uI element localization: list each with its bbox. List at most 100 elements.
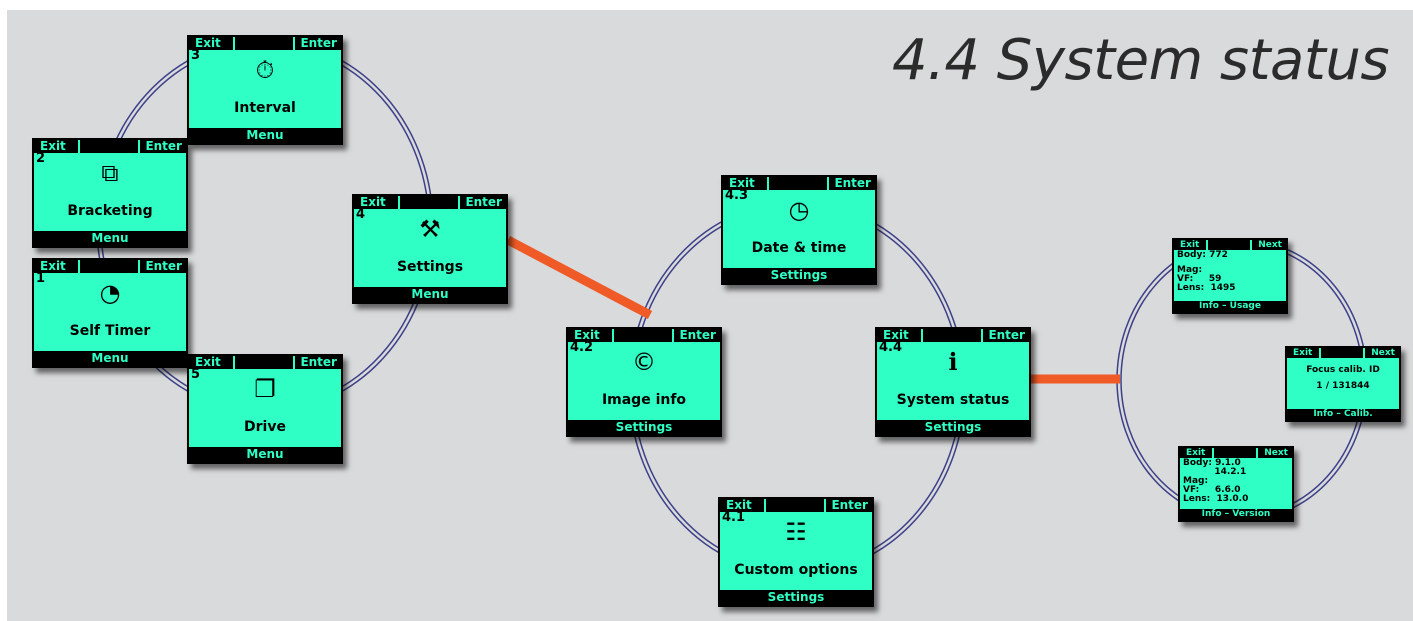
screen-number: 5 — [191, 367, 201, 382]
enter-softkey[interactable]: Enter — [140, 260, 186, 273]
screen-number: 4.1 — [722, 510, 746, 525]
enter-softkey[interactable]: Enter — [829, 177, 875, 190]
settings-icon: ⚒ — [419, 215, 441, 243]
screen-number: 2 — [36, 151, 46, 166]
middle-softkey — [922, 329, 984, 342]
screen-footer: Menu — [189, 128, 341, 143]
screen-label: Drive — [244, 419, 286, 435]
enter-softkey[interactable]: Enter — [295, 37, 341, 50]
screen-footer: Settings — [720, 590, 872, 605]
screen-footer: Menu — [34, 231, 186, 246]
screen-label: Interval — [234, 100, 296, 116]
exit-softkey[interactable]: Exit — [1174, 240, 1208, 250]
next-softkey[interactable]: Next — [1252, 240, 1286, 250]
enter-softkey[interactable]: Enter — [826, 499, 872, 512]
exit-softkey[interactable]: Exit — [568, 329, 614, 342]
middle-softkey — [79, 260, 141, 273]
screen-number: 4.4 — [879, 340, 903, 355]
screen-date-time[interactable]: Exit Enter 4.3 ◷ Date & time Settings — [721, 175, 877, 285]
screen-footer: Settings — [723, 268, 875, 283]
date-time-icon: ◷ — [788, 196, 810, 224]
next-softkey[interactable]: Next — [1365, 348, 1399, 358]
enter-softkey[interactable]: Enter — [295, 356, 341, 369]
screen-label: Settings — [396, 259, 464, 275]
interval-icon: ⏱ — [255, 56, 275, 84]
version-line-body-2: 14.2.1 — [1183, 467, 1247, 477]
screen-footer: Settings — [877, 420, 1029, 435]
usage-line-mag: Mag: — [1177, 265, 1203, 275]
middle-softkey — [768, 177, 830, 190]
enter-softkey[interactable]: Enter — [460, 196, 506, 209]
screen-label: Date & time — [751, 240, 847, 256]
screen-label: Image info — [601, 392, 687, 408]
exit-softkey[interactable]: Exit — [877, 329, 923, 342]
screen-footer: Settings — [568, 420, 720, 435]
screen-label: System status — [896, 392, 1010, 408]
exit-softkey[interactable]: Exit — [34, 260, 80, 273]
version-line-mag: Mag: — [1183, 476, 1209, 486]
screen-info-calib[interactable]: Exit Next Focus calib. ID 1 / 131844 Info… — [1285, 346, 1401, 422]
exit-softkey[interactable]: Exit — [189, 37, 235, 50]
middle-softkey — [234, 356, 296, 369]
version-line-body: Body: 9.1.0 — [1183, 458, 1241, 468]
middle-softkey — [1207, 240, 1253, 250]
screen-footer: Info – Usage — [1174, 301, 1286, 312]
middle-softkey — [79, 140, 141, 153]
screen-footer: Info – Version — [1180, 509, 1292, 520]
bracketing-icon: ⧉ — [101, 159, 119, 187]
exit-softkey[interactable]: Exit — [189, 356, 235, 369]
next-softkey[interactable]: Next — [1258, 448, 1292, 458]
exit-softkey[interactable]: Exit — [354, 196, 400, 209]
screen-footer: Menu — [354, 287, 506, 302]
screen-self-timer[interactable]: Exit Enter 1 ◔ Self Timer Menu — [32, 258, 188, 368]
usage-line-body: Body: 772 — [1177, 250, 1228, 260]
calib-id-value: 1 / 131844 — [1316, 381, 1370, 391]
screen-number: 1 — [36, 271, 46, 286]
screen-number: 3 — [191, 48, 201, 63]
screen-interval[interactable]: Exit Enter 3 ⏱ Interval Menu — [187, 35, 343, 145]
enter-softkey[interactable]: Enter — [983, 329, 1029, 342]
screen-number: 4.3 — [725, 188, 749, 203]
screen-number: 4 — [356, 207, 366, 222]
middle-softkey — [1213, 448, 1259, 458]
screen-footer: Menu — [34, 351, 186, 366]
self-timer-icon: ◔ — [99, 279, 121, 307]
enter-softkey[interactable]: Enter — [140, 140, 186, 153]
screen-image-info[interactable]: Exit Enter 4.2 © Image info Settings — [566, 327, 722, 437]
exit-softkey[interactable]: Exit — [34, 140, 80, 153]
page-title: 4.4 System status — [891, 28, 1390, 93]
exit-softkey[interactable]: Exit — [720, 499, 766, 512]
version-line-vf: VF: 6.6.0 — [1183, 485, 1241, 495]
screen-label: Custom options — [734, 562, 858, 578]
image-info-icon: © — [632, 348, 656, 376]
drive-icon: ❐ — [254, 375, 276, 403]
middle-softkey — [765, 499, 827, 512]
screen-bracketing[interactable]: Exit Enter 2 ⧉ Bracketing Menu — [32, 138, 188, 248]
middle-softkey — [1320, 348, 1366, 358]
middle-softkey — [234, 37, 296, 50]
screen-system-status[interactable]: Exit Enter 4.4 ℹ System status Settings — [875, 327, 1031, 437]
exit-softkey[interactable]: Exit — [1180, 448, 1214, 458]
screen-label: Bracketing — [67, 203, 153, 219]
screen-label: Self Timer — [69, 323, 151, 339]
screen-footer: Info – Calib. — [1287, 409, 1399, 420]
calib-id-label: Focus calib. ID — [1306, 365, 1380, 375]
middle-softkey — [613, 329, 675, 342]
screen-settings[interactable]: Exit Enter 4 ⚒ Settings Menu — [352, 194, 508, 304]
system-status-icon: ℹ — [948, 348, 958, 376]
enter-softkey[interactable]: Enter — [674, 329, 720, 342]
screen-number: 4.2 — [570, 340, 594, 355]
link-settings-to-submenu — [505, 236, 653, 319]
usage-line-lens: Lens: 1495 — [1177, 283, 1236, 293]
exit-softkey[interactable]: Exit — [723, 177, 769, 190]
usage-line-vf: VF: 59 — [1177, 274, 1222, 284]
exit-softkey[interactable]: Exit — [1287, 348, 1321, 358]
middle-softkey — [399, 196, 461, 209]
